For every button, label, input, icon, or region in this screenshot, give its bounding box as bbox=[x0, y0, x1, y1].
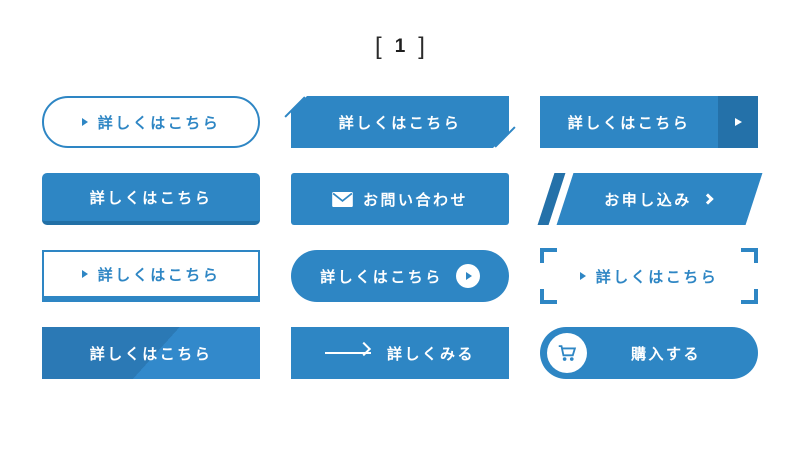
title-bracket-right: ] bbox=[418, 33, 425, 60]
button-label: お問い合わせ bbox=[362, 191, 468, 209]
cart-icon-circle bbox=[547, 333, 587, 373]
button-grid: 詳しくはこちら 詳しくはこちら 詳しくはこちら 詳しくはこちら お問い合わせ お… bbox=[42, 96, 763, 379]
contact-button[interactable]: お問い合わせ bbox=[291, 173, 509, 225]
see-more-arrow-button[interactable]: 詳しくみる bbox=[291, 327, 509, 379]
title-bracket-left: [ bbox=[375, 33, 382, 60]
slash-corners-button[interactable]: 詳しくはこちら bbox=[284, 96, 516, 148]
cart-icon bbox=[558, 345, 577, 361]
button-label: 詳しくはこちら bbox=[320, 268, 443, 286]
apply-skew-button[interactable]: お申し込み bbox=[537, 173, 763, 225]
triangle-right-icon bbox=[579, 272, 586, 280]
triangle-right-icon bbox=[81, 118, 88, 126]
button-label: 詳しくはこちら bbox=[595, 268, 719, 286]
button-label: 詳しくはこちら bbox=[89, 189, 213, 207]
button-label-wrap: お申し込み bbox=[604, 189, 716, 210]
mail-icon bbox=[332, 191, 353, 207]
button-background bbox=[291, 96, 509, 148]
corner-bracket-top-left bbox=[540, 248, 557, 263]
chevron-right-icon bbox=[702, 193, 714, 205]
arrow-strip-button[interactable]: 詳しくはこちら bbox=[540, 96, 758, 148]
corner-bracket-bottom-right bbox=[741, 289, 758, 304]
corner-brackets-button[interactable]: 詳しくはこちら bbox=[540, 248, 758, 304]
outline-pill-button[interactable]: 詳しくはこちら bbox=[42, 96, 260, 148]
triangle-right-icon bbox=[465, 272, 472, 280]
button-label: 詳しくはこちら bbox=[97, 266, 221, 284]
corner-bracket-top-right bbox=[741, 248, 758, 263]
button-label: 購入する bbox=[630, 345, 701, 363]
button-label: 詳しくみる bbox=[386, 345, 476, 363]
triangle-right-icon bbox=[734, 118, 742, 126]
purchase-button[interactable]: 購入する bbox=[540, 327, 758, 379]
button-label: 詳しくはこちら bbox=[97, 114, 221, 132]
pressed-3d-button[interactable]: 詳しくはこちら bbox=[42, 173, 260, 225]
triangle-right-icon bbox=[81, 270, 88, 278]
arrow-strip bbox=[718, 96, 758, 148]
button-label: 詳しくはこちら bbox=[338, 114, 462, 132]
circle-arrow-icon bbox=[455, 264, 480, 288]
button-label: お申し込み bbox=[604, 191, 692, 209]
button-label: 詳しくはこちら bbox=[89, 345, 213, 363]
button-label: 詳しくはこちら bbox=[567, 114, 691, 132]
pill-circle-arrow-button[interactable]: 詳しくはこちら bbox=[291, 250, 509, 302]
corner-bracket-bottom-left bbox=[540, 289, 557, 304]
diagonal-split-button[interactable]: 詳しくはこちら bbox=[42, 327, 260, 379]
outline-bottom-bar-button[interactable]: 詳しくはこちら bbox=[42, 250, 260, 302]
page-title: [ 1 ] bbox=[0, 33, 800, 60]
title-number: 1 bbox=[394, 36, 406, 57]
long-arrow-icon bbox=[324, 352, 371, 354]
